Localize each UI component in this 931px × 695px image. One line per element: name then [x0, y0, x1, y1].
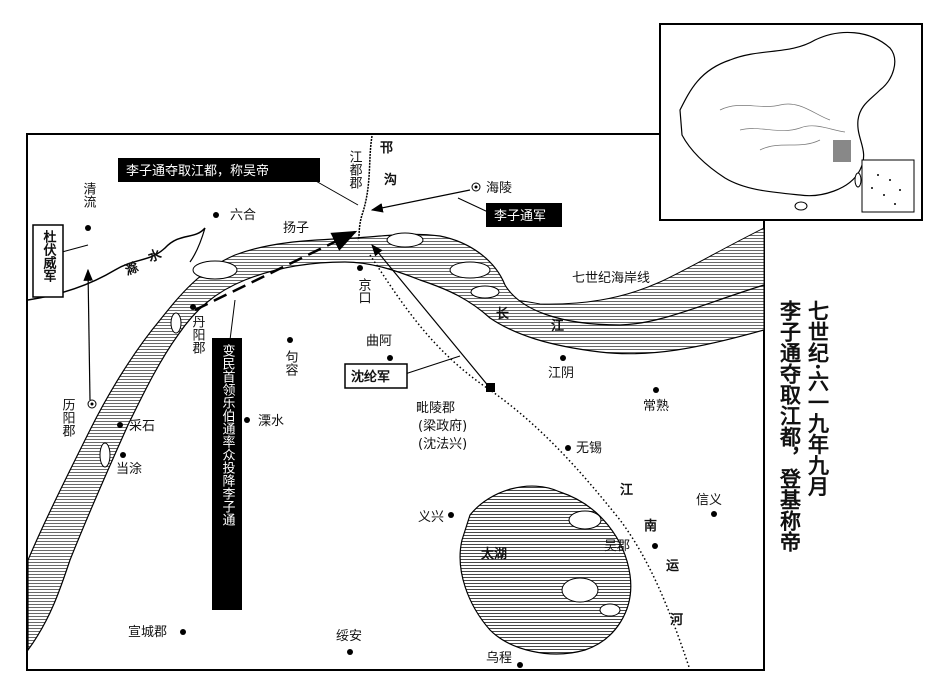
- label-wuxi: 无锡: [576, 441, 602, 456]
- city-markers: [85, 212, 717, 668]
- leader-line: [457, 197, 489, 213]
- river-island: [386, 232, 424, 248]
- label-yangzi: 扬子: [283, 221, 309, 236]
- lake-island: [599, 603, 621, 617]
- inset-taiwan: [854, 172, 862, 188]
- label-lishui: 溧水: [258, 414, 284, 429]
- lake-island: [568, 510, 602, 530]
- callout-li-zitong-army: [486, 203, 562, 227]
- callout-du-fuwei-army: [32, 224, 64, 298]
- inset-province-border: [739, 125, 846, 133]
- river-island: [449, 261, 491, 279]
- city-dot-xinyi: [711, 511, 717, 517]
- label-piling-3: (沈法兴): [418, 437, 467, 452]
- label-changjiang-1: 长: [496, 306, 510, 322]
- label-jingkou: 京口: [356, 278, 372, 304]
- shen-lun-army-arrow: [371, 244, 491, 389]
- surrender-route: [194, 230, 358, 312]
- label-taihu: 太湖: [480, 546, 507, 562]
- label-dangtu: 当涂: [116, 461, 142, 477]
- side-title-line2: 李子通夺取江都，登基称帝: [778, 300, 803, 553]
- inset-province-border: [719, 103, 831, 121]
- city-dot-wuxi: [565, 445, 571, 451]
- label-suian: 绥安: [336, 629, 362, 644]
- callout-shen-lun-army-text: 沈纶军: [351, 369, 390, 385]
- du-fuwei-army-arrow: [83, 268, 93, 401]
- callout-surrender-text: 变民首领乐伯通率众投降李子通: [220, 343, 236, 526]
- label-wujun: 吴郡: [604, 539, 630, 554]
- city-dot-xuancheng: [180, 629, 186, 635]
- callout-shen-lun-army: [344, 363, 408, 389]
- city-dot-caishi: [117, 422, 123, 428]
- leader-line: [61, 244, 89, 253]
- city-dot-dangtu: [120, 452, 126, 458]
- label-hangou-2: 沟: [384, 172, 397, 188]
- callout-du-fuwei-army-text: 杜伏威军: [41, 229, 57, 283]
- city-dot-wucheng: [517, 662, 523, 668]
- lake-island: [561, 577, 599, 603]
- label-xinyi: 信义: [696, 493, 722, 508]
- label-qu-e: 曲阿: [366, 334, 392, 349]
- callout-surrender: [212, 338, 242, 610]
- river-island: [192, 260, 238, 280]
- label-jurong: 句容: [283, 350, 299, 377]
- label-xuancheng: 宣城郡: [128, 624, 167, 640]
- leader-line: [404, 355, 461, 375]
- label-canal-3: 运: [666, 559, 679, 574]
- label-liuhe: 六合: [230, 208, 256, 223]
- label-danyang: 丹阳郡: [190, 315, 206, 355]
- callout-li-zitong-takes-text: 李子通夺取江都，称吴帝: [126, 163, 269, 179]
- main-map-frame: [26, 133, 765, 671]
- hangou-canal: [357, 135, 373, 241]
- river-island: [99, 442, 111, 468]
- city-dot-suian: [347, 649, 353, 655]
- label-canal-2: 南: [644, 518, 657, 534]
- city-dot-jingkou: [357, 265, 363, 271]
- label-wucheng: 乌程: [486, 650, 512, 666]
- li-zitong-army-arrow: [370, 189, 471, 213]
- label-liyang: 历阳郡: [60, 398, 76, 438]
- leader-line: [229, 299, 236, 341]
- city-dot-qu-e: [387, 355, 393, 361]
- city-dot-wujun: [652, 543, 658, 549]
- city-dot-liuhe: [213, 212, 219, 218]
- city-dot-changshu: [653, 387, 659, 393]
- city-dot-yixing: [448, 512, 454, 518]
- river-island: [170, 312, 182, 334]
- city-dot-qingliu: [85, 225, 91, 231]
- inset-islands: [871, 174, 901, 205]
- label-changshu: 常熟: [643, 398, 669, 414]
- callout-li-zitong-takes: [118, 158, 320, 182]
- chu-river-mouth: [189, 227, 206, 263]
- label-jiangdu: 江都郡: [347, 150, 363, 190]
- city-dot-jurong: [287, 337, 293, 343]
- piling-capital-marker: [486, 383, 495, 392]
- label-hangou-1: 邗: [380, 141, 393, 156]
- circled-cities: [87, 182, 481, 409]
- city-dot-danyang: [190, 304, 196, 310]
- label-piling-1: 毗陵郡: [416, 401, 455, 416]
- city-dot-lishui: [244, 417, 250, 423]
- jiangnan-canal: [369, 254, 691, 671]
- label-changjiang-2: 江: [551, 318, 564, 334]
- label-yixing: 义兴: [418, 510, 444, 525]
- inset-hainan: [794, 201, 808, 211]
- chu-river: [27, 227, 206, 301]
- label-qingliu: 清流: [81, 182, 97, 208]
- city-dot-jiangyin: [560, 355, 566, 361]
- label-canal-1: 江: [620, 482, 633, 498]
- river-island: [470, 285, 500, 299]
- label-caishi: 采石: [129, 419, 155, 434]
- callout-li-zitong-army-text: 李子通军: [494, 209, 546, 224]
- inset-south-china-sea-box: [861, 159, 915, 213]
- label-hailing: 海陵: [486, 181, 512, 196]
- label-coastline: 七世纪海岸线: [572, 271, 650, 286]
- label-jiangyin: 江阴: [548, 366, 574, 381]
- label-piling-2: (梁政府): [418, 419, 467, 434]
- inset-province-border: [759, 139, 821, 151]
- inset-highlight-region: [833, 140, 851, 162]
- label-canal-4: 河: [670, 612, 683, 628]
- side-title-line1: 七世纪·六一九年九月: [806, 300, 831, 498]
